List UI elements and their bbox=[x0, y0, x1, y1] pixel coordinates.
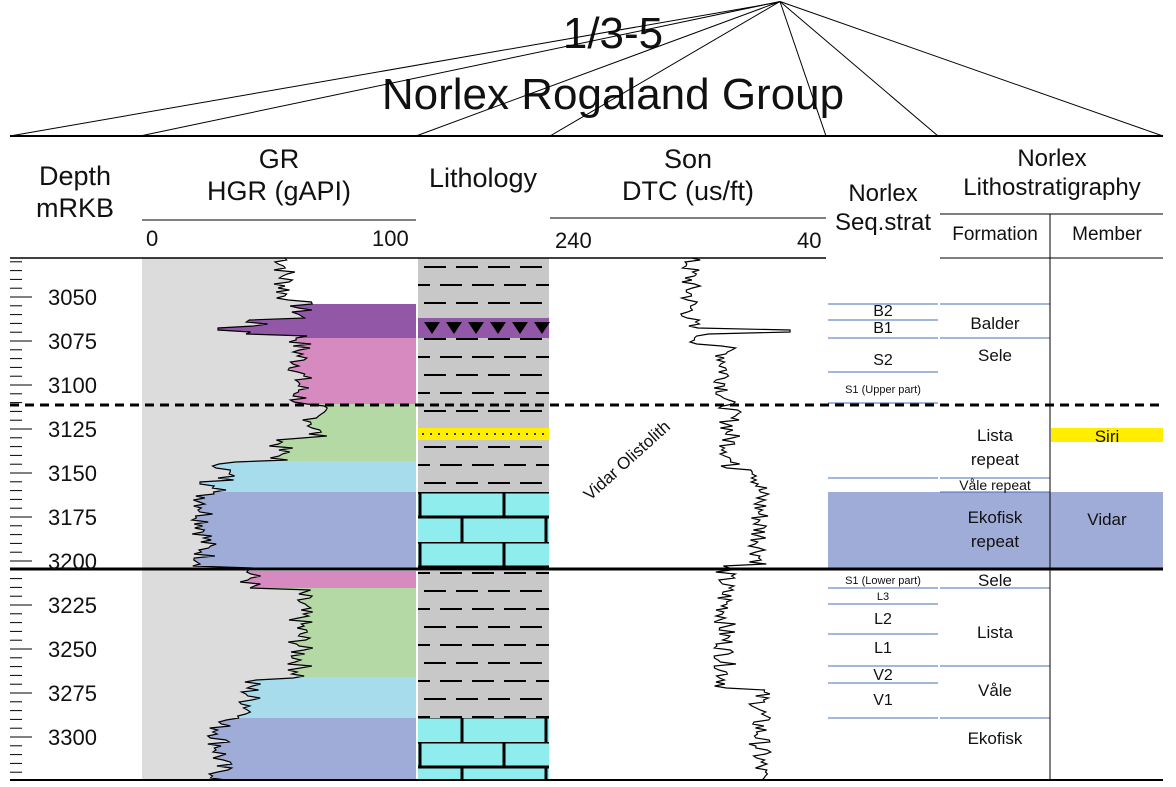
gr-grey-fill bbox=[142, 258, 328, 780]
depth-label: 3225 bbox=[48, 593, 97, 618]
sand-dot-symbol bbox=[534, 433, 536, 435]
tuff-triangle-symbol bbox=[512, 322, 528, 334]
seq-unit-l2: L2 bbox=[874, 611, 892, 628]
sand-dot-symbol bbox=[422, 433, 424, 435]
sand-dot-symbol bbox=[494, 433, 496, 435]
formation-lista: Lista bbox=[977, 623, 1013, 642]
track-border bbox=[549, 1, 781, 137]
sonic-curve bbox=[679, 257, 791, 781]
tuff-triangle-symbol bbox=[534, 322, 550, 334]
sonic-scale-max: 40 bbox=[797, 228, 822, 253]
depth-label: 3200 bbox=[48, 549, 97, 574]
lithology-header: Lithology bbox=[428, 163, 538, 193]
tuff-triangle-symbol bbox=[446, 322, 462, 334]
formation-balder: Balder bbox=[970, 314, 1020, 333]
member-vidar: Vidar bbox=[1087, 510, 1127, 529]
lithology-interval bbox=[418, 478, 549, 492]
sand-dot-symbol bbox=[430, 433, 432, 435]
page-subtitle: Norlex Rogaland Group bbox=[381, 70, 845, 119]
depth-label: 3175 bbox=[48, 505, 97, 530]
depth-label: 3250 bbox=[48, 637, 97, 662]
sand-dot-symbol bbox=[542, 433, 544, 435]
depth-label: 3075 bbox=[48, 329, 97, 354]
seq-unit-s2: S2 bbox=[873, 352, 893, 369]
sand-dot-symbol bbox=[526, 433, 528, 435]
siri-member-fill bbox=[1051, 428, 1163, 442]
seq-unit-v2: V2 bbox=[873, 667, 893, 684]
formation-sele-upper: Sele bbox=[977, 346, 1013, 365]
depth-label: 3050 bbox=[48, 285, 97, 310]
seq-unit-l3: L3 bbox=[876, 591, 890, 603]
lithology-interval bbox=[418, 428, 549, 440]
seq-unit-b1: B1 bbox=[873, 320, 893, 337]
sand-dot-symbol bbox=[462, 433, 464, 435]
lithology-interval bbox=[418, 571, 549, 718]
gr-scale-min: 0 bbox=[146, 226, 159, 251]
page-title: 1/3-5 bbox=[562, 9, 664, 58]
seq-unit-s1-lower: S1 (Lower part) bbox=[845, 575, 921, 587]
tuff-triangle-symbol bbox=[468, 322, 484, 334]
lithology-interval bbox=[418, 440, 549, 478]
depth-label: 3275 bbox=[48, 681, 97, 706]
member-siri: Siri bbox=[1094, 427, 1120, 446]
lithology-interval bbox=[418, 258, 549, 318]
sand-dot-symbol bbox=[502, 433, 504, 435]
lithology-interval bbox=[418, 718, 549, 780]
seq-unit-v1: V1 bbox=[873, 692, 893, 709]
sand-dot-symbol bbox=[446, 433, 448, 435]
sonic-scale-min: 240 bbox=[555, 228, 592, 253]
depth-label: 3300 bbox=[48, 725, 97, 750]
sand-dot-symbol bbox=[510, 433, 512, 435]
member-header: Member bbox=[1072, 224, 1142, 245]
tuff-interval bbox=[418, 318, 549, 338]
sand-dot-symbol bbox=[454, 433, 456, 435]
seq-unit-s1-upper: S1 (Upper part) bbox=[845, 384, 921, 396]
tuff-triangle-symbol bbox=[424, 322, 440, 334]
depth-label: 3150 bbox=[48, 461, 97, 486]
formation-header: Formation bbox=[952, 224, 1038, 245]
depth-label: 3100 bbox=[48, 373, 97, 398]
sand-dot-symbol bbox=[478, 433, 480, 435]
track-border bbox=[779, 1, 939, 137]
sand-dot-symbol bbox=[470, 433, 472, 435]
formation-sele-lower: Sele bbox=[977, 571, 1013, 590]
sand-dot-symbol bbox=[486, 433, 488, 435]
tuff-triangle-symbol bbox=[490, 322, 506, 334]
seq-unit-l1: L1 bbox=[874, 640, 892, 657]
lithology-interval bbox=[418, 338, 549, 428]
track-border bbox=[779, 1, 827, 137]
track-border bbox=[139, 1, 781, 137]
track-border bbox=[9, 1, 781, 137]
sand-dot-symbol bbox=[518, 433, 520, 435]
seq-unit-b2: B2 bbox=[873, 303, 893, 320]
formation-ekofisk: Ekofisk bbox=[967, 729, 1023, 748]
gr-curve bbox=[189, 257, 328, 781]
lithology-interval bbox=[418, 492, 549, 568]
formation-vale-repeat: Våle repeat bbox=[959, 477, 1031, 493]
track-border bbox=[779, 1, 1164, 137]
sand-dot-symbol bbox=[438, 433, 440, 435]
depth-label: 3125 bbox=[48, 417, 97, 442]
formation-vale: Våle bbox=[977, 681, 1013, 700]
gr-scale-max: 100 bbox=[372, 226, 409, 251]
track-border bbox=[415, 1, 781, 137]
ekofisk-repeat-fill bbox=[828, 492, 1163, 569]
